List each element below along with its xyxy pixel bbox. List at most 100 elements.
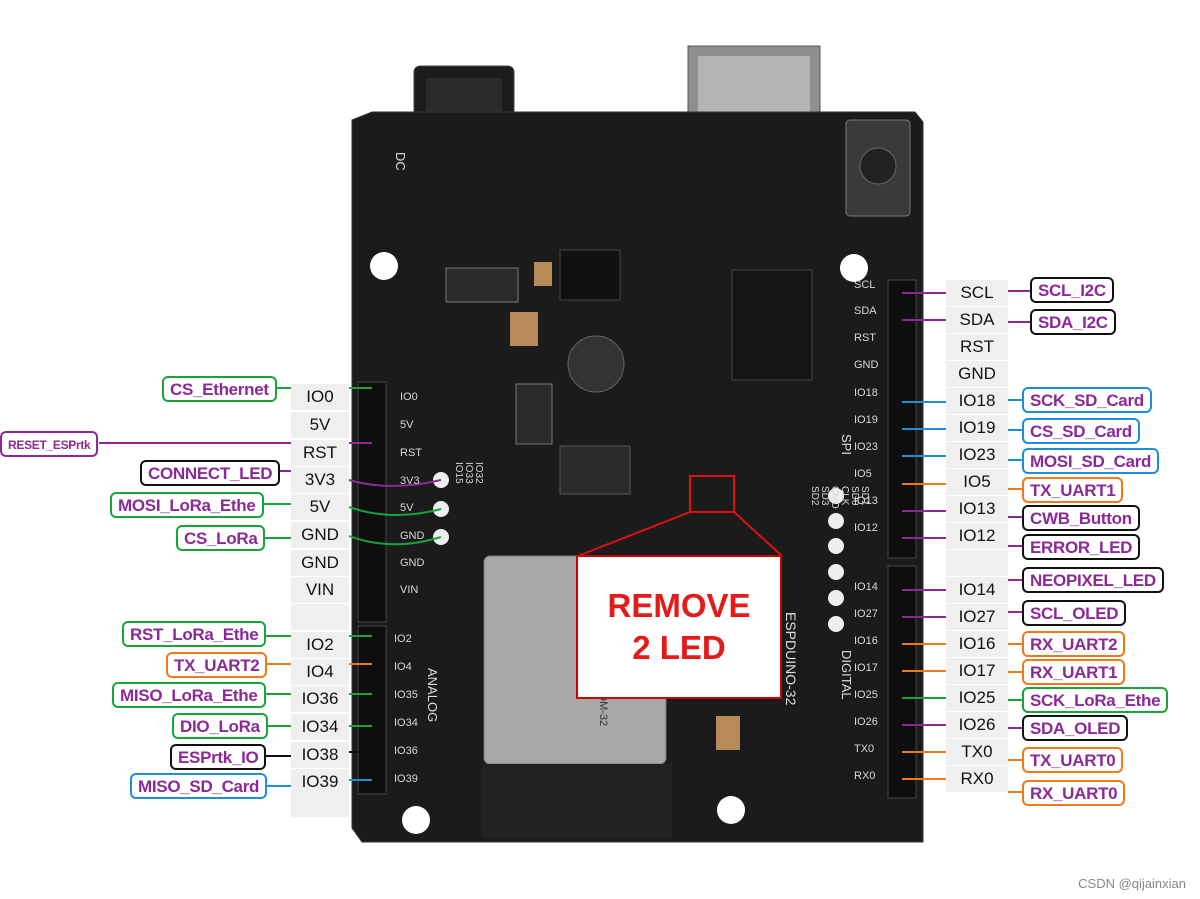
right-pin-label: GND xyxy=(946,361,1008,387)
silk-left-header-label: 5V xyxy=(400,419,414,431)
silk-small-header-label: IO15 xyxy=(453,462,464,484)
silk-right-header-label: IO19 xyxy=(854,414,878,426)
right-pin-label: SCL xyxy=(946,280,1008,306)
tag-scl-oled: SCL_OLED xyxy=(1022,600,1127,626)
mounting-hole xyxy=(717,796,745,824)
left-pin-label: IO34 xyxy=(291,714,349,740)
right-lower-header xyxy=(887,565,917,799)
ic-chip xyxy=(559,249,621,301)
silk-analog-header-label: IO35 xyxy=(394,689,418,701)
tag-error-led: ERROR_LED xyxy=(1022,534,1141,560)
right-pin-label: IO27 xyxy=(946,604,1008,630)
left-pin-label: IO0 xyxy=(291,384,349,410)
silk-right-lower-header-label: IO17 xyxy=(854,662,878,674)
left-pin-label: 5V xyxy=(291,412,349,438)
mounting-hole xyxy=(370,252,398,280)
left-pin-label: IO39 xyxy=(291,769,349,817)
silk-right-lower-header-label: IO25 xyxy=(854,689,878,701)
silk-small-header-label: IO33 xyxy=(463,462,474,484)
tag-rst-lora-ethe: RST_LoRa_Ethe xyxy=(122,621,267,647)
tag-rx-uart2: RX_UART2 xyxy=(1022,631,1126,657)
tag-esprtk-io: ESPrtk_IO xyxy=(170,744,267,770)
left-pin-label: IO38 xyxy=(291,742,349,768)
silk-analog-header-label: IO39 xyxy=(394,773,418,785)
silk-right-header-label: GND xyxy=(854,359,879,371)
watermark: CSDN @qijainxian xyxy=(1078,876,1186,891)
right-pin-label: IO5 xyxy=(946,469,1008,495)
left-pin-label: RST xyxy=(291,440,349,466)
silk-spi-header-label: SD0 xyxy=(849,486,860,506)
left-pin-label: 3V3 xyxy=(291,467,349,493)
silk-right-header-label: IO5 xyxy=(854,468,872,480)
tag-miso-lora-ethe: MISO_LoRa_Ethe xyxy=(112,682,266,708)
silk-small-header-label: IO32 xyxy=(473,462,484,484)
left-pin-label: 5V xyxy=(291,494,349,520)
right-pin-label: IO12 xyxy=(946,523,1008,549)
callout-line-2: 2 LED xyxy=(632,629,726,666)
silk-right-header-label: SCL xyxy=(854,279,875,291)
right-pin-label: RST xyxy=(946,334,1008,360)
led-highlight-box xyxy=(689,475,735,513)
right-pin-label: SDA xyxy=(946,307,1008,333)
silk-right-header-label: IO23 xyxy=(854,441,878,453)
tag-connect-led: CONNECT_LED xyxy=(140,460,281,486)
silk-right-header-label: IO13 xyxy=(854,495,878,507)
inductor xyxy=(567,335,625,393)
silk-spi-header-label: SD1 xyxy=(859,486,870,506)
silk-right-lower-header-label: IO27 xyxy=(854,608,878,620)
left-analog-header xyxy=(357,625,387,795)
silk-right-lower-header-label: IO16 xyxy=(854,635,878,647)
silk-right-header-label: RST xyxy=(854,332,876,344)
left-power-header xyxy=(357,381,387,623)
right-pin-label: IO23 xyxy=(946,442,1008,468)
silk-left-header-label: GND xyxy=(400,557,425,569)
usb-serial-chip xyxy=(731,269,813,381)
tag-neopixel-led: NEOPIXEL_LED xyxy=(1022,567,1164,593)
tag-cs-ethernet: CS_Ethernet xyxy=(162,376,277,402)
silk-right-lower-header-label: IO14 xyxy=(854,581,878,593)
silk-spi-header-label: CLK xyxy=(839,486,850,506)
left-pin-label: IO2 xyxy=(291,632,349,658)
silk-analog-header-label: IO4 xyxy=(394,661,412,673)
tag-rx-uart1: RX_UART1 xyxy=(1022,659,1126,685)
silk-analog: ANALOG xyxy=(425,668,440,722)
remove-led-callout: REMOVE 2 LED xyxy=(576,555,782,699)
silk-right-header-label: IO12 xyxy=(854,522,878,534)
silk-right-lower-header-label: RX0 xyxy=(854,770,875,782)
tag-miso-sd-card: MISO_SD_Card xyxy=(130,773,268,799)
right-upper-header xyxy=(887,279,917,559)
silk-board-name: ESPDUINO-32 xyxy=(783,612,799,706)
silk-spi-header-label: CMD xyxy=(829,486,840,509)
silk-left-header-label: 3V3 xyxy=(400,475,420,487)
tag-reset-esprtk: RESET_ESPrtk xyxy=(0,431,99,457)
silk-spi: SPI xyxy=(839,434,854,455)
right-pin-label: IO25 xyxy=(946,685,1008,711)
right-pin-label: IO26 xyxy=(946,712,1008,738)
tag-mosi-sd-card: MOSI_SD_Card xyxy=(1022,448,1160,474)
right-pin-label xyxy=(946,550,1008,576)
right-pin-label: IO19 xyxy=(946,415,1008,441)
silk-left-header-label: GND xyxy=(400,530,425,542)
tag-tx-uart0: TX_UART0 xyxy=(1022,747,1124,773)
left-pin-label: IO36 xyxy=(291,686,349,712)
silk-analog-header-label: IO36 xyxy=(394,745,418,757)
silk-right-lower-header-label: IO26 xyxy=(854,716,878,728)
silk-right-header-label: IO18 xyxy=(854,387,878,399)
left-pin-label: IO4 xyxy=(291,659,349,685)
right-pin-label: IO18 xyxy=(946,388,1008,414)
silk-left-header-label: IO0 xyxy=(400,391,418,403)
callout-line-1: REMOVE xyxy=(607,587,751,624)
right-pin-label: IO13 xyxy=(946,496,1008,522)
silk-spi-header-label: SD3 xyxy=(819,486,830,506)
tag-sda-oled: SDA_OLED xyxy=(1022,715,1129,741)
regulator-chip xyxy=(559,445,631,495)
silk-left-header-label: RST xyxy=(400,447,422,459)
silk-dc: DC xyxy=(393,152,408,171)
tag-sck-lora-ethe: SCK_LoRa_Ethe xyxy=(1022,687,1169,713)
right-pin-label: IO14 xyxy=(946,577,1008,603)
tag-cs-sd-card: CS_SD_Card xyxy=(1022,418,1140,444)
tag-sda-i2c: SDA_I2C xyxy=(1030,309,1116,335)
tag-sck-sd-card: SCK_SD_Card xyxy=(1022,387,1152,413)
silk-left-header-label: VIN xyxy=(400,584,418,596)
right-pin-label: IO16 xyxy=(946,631,1008,657)
